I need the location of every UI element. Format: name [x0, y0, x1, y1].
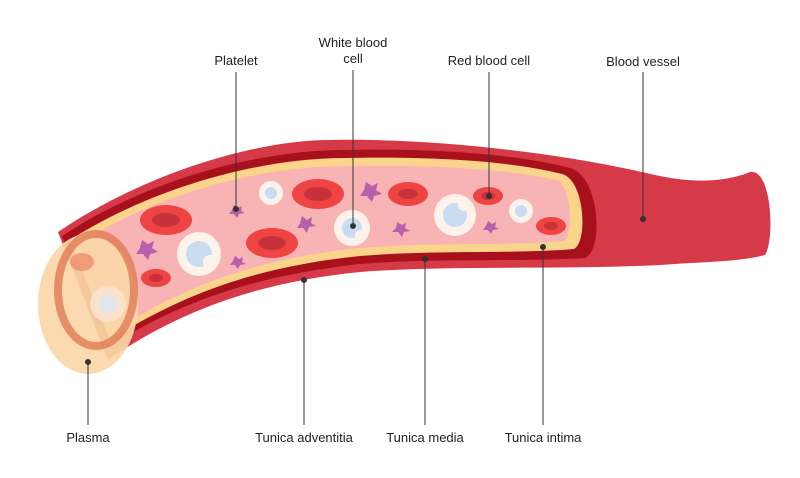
red-blood-cell-label: Red blood cell [447, 53, 531, 68]
white-blood-cells [177, 181, 533, 276]
tunica-adventitia-label: Tunica adventitia [255, 430, 353, 445]
platelet [483, 221, 499, 234]
red-blood-cell [141, 269, 171, 287]
platelet [230, 256, 246, 269]
white-blood-cell-label: White blood cell [318, 35, 388, 66]
red-blood-cell [536, 217, 566, 235]
tunica-adventitia-dot [301, 277, 307, 283]
white-blood-cell [259, 181, 283, 205]
blood-vessel-dot [640, 216, 646, 222]
white-blood-cell [177, 232, 221, 276]
vessel-rim [54, 230, 138, 350]
red-blood-cell [70, 253, 94, 271]
leader-lines [85, 70, 646, 425]
platelet [297, 216, 316, 233]
blood-vessel-label: Blood vessel [606, 54, 680, 69]
plasma-dot [85, 359, 91, 365]
red-blood-cell [246, 228, 298, 258]
platelet [136, 240, 158, 260]
white-blood-cell [509, 199, 533, 223]
plasma-label: Plasma [66, 430, 110, 445]
red-blood-cell-dot [486, 193, 492, 199]
white-blood-cell [434, 194, 476, 236]
white-blood-cell-nucleus [99, 295, 117, 313]
red-blood-cell [388, 182, 428, 206]
red-blood-cells [140, 179, 566, 287]
red-blood-cell [140, 205, 192, 235]
tunica-intima-dot [540, 244, 546, 250]
platelet [360, 182, 382, 202]
platelet [392, 222, 410, 237]
red-blood-cell [292, 179, 344, 209]
white-blood-cell-dot [350, 223, 356, 229]
tunica-media-label: Tunica media [386, 430, 464, 445]
platelet-label: Platelet [214, 53, 258, 68]
tunica-intima-label: Tunica intima [504, 430, 582, 445]
platelet-dot [233, 206, 239, 212]
tunica-media-dot [422, 256, 428, 262]
